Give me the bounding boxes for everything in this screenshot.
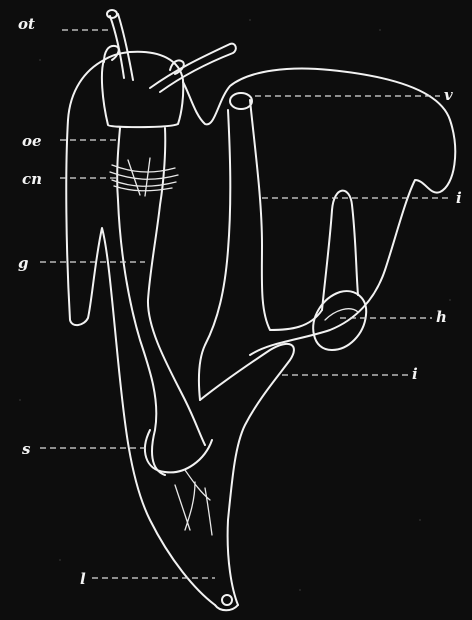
upper-tube-right: [150, 44, 236, 92]
anus-opening: [222, 595, 232, 605]
label-l: l: [80, 570, 86, 588]
body-outline: [66, 60, 215, 605]
intestine-inner-wall: [250, 100, 322, 330]
vessel-opening: [230, 93, 252, 109]
label-cn: cn: [22, 170, 42, 188]
oesophagus-block: [102, 52, 183, 127]
label-i-upper: i: [456, 189, 462, 207]
heart-outline: [313, 291, 366, 350]
label-ot: ot: [18, 15, 35, 33]
oral-tube-2: [118, 14, 133, 80]
intestine-loop-inner: [199, 110, 230, 400]
label-oe: oe: [22, 132, 42, 150]
intestine-loop-outer: [183, 69, 455, 355]
lower-intestine: [200, 344, 294, 605]
figure-labels: ot oe cn g s l v i h i: [18, 15, 462, 588]
basal-ducts: [175, 470, 212, 535]
label-v: v: [444, 86, 453, 104]
nerve-ring: [110, 158, 178, 196]
leader-lines: [40, 30, 450, 578]
label-i-lower: i: [412, 365, 418, 383]
label-h: h: [436, 308, 447, 326]
label-s: s: [22, 440, 31, 458]
background-texture: [19, 19, 451, 591]
label-g: g: [18, 254, 29, 272]
oral-tube-tip: [107, 10, 117, 18]
